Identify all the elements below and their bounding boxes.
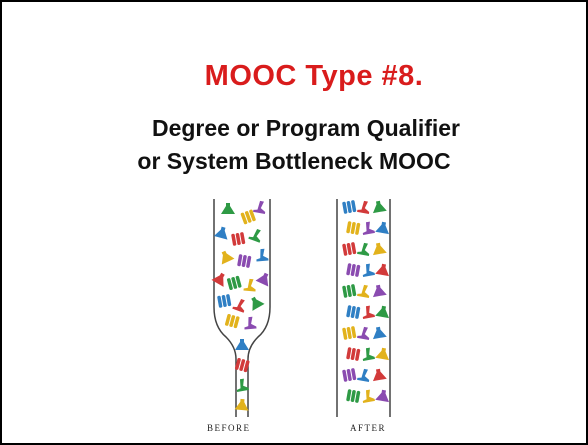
test-tubes-icon bbox=[217, 293, 232, 308]
test-tubes-icon bbox=[346, 347, 361, 362]
microscope-icon bbox=[357, 284, 371, 298]
slide-subtitle-line2: or System Bottleneck MOOC bbox=[137, 148, 451, 174]
microscope-icon bbox=[361, 263, 375, 277]
flask-icon bbox=[235, 339, 249, 350]
microscope-icon bbox=[361, 221, 375, 235]
microscope-icon bbox=[248, 227, 264, 243]
microscope-icon bbox=[361, 305, 375, 319]
flask-icon bbox=[371, 283, 387, 298]
microscope-icon bbox=[357, 326, 371, 340]
microscope-icon bbox=[243, 278, 257, 292]
flask-icon bbox=[375, 388, 391, 403]
flask-icon bbox=[213, 225, 231, 240]
test-tubes-icon bbox=[342, 283, 357, 298]
microscope-icon bbox=[232, 297, 248, 313]
microscope-icon bbox=[255, 248, 269, 262]
before-bottle bbox=[211, 199, 273, 417]
flask-icon bbox=[375, 262, 391, 277]
microscope-icon bbox=[253, 200, 267, 214]
microscope-icon bbox=[357, 242, 371, 256]
after-caption: After bbox=[350, 423, 387, 433]
flask-icon bbox=[371, 325, 387, 340]
test-tubes-icon bbox=[224, 313, 240, 329]
flask-icon bbox=[375, 346, 391, 361]
flask-icon bbox=[375, 304, 391, 319]
flask-icon bbox=[371, 367, 387, 382]
test-tubes-icon bbox=[346, 263, 361, 278]
test-tubes-icon bbox=[346, 221, 361, 236]
test-tubes-icon bbox=[342, 199, 357, 214]
test-tubes-icon bbox=[226, 275, 242, 291]
microscope-icon bbox=[357, 200, 371, 214]
slide-heading: MOOC Type #8. bbox=[204, 60, 424, 92]
test-tubes-icon bbox=[346, 389, 361, 404]
test-tubes-icon bbox=[231, 231, 246, 246]
test-tubes-icon bbox=[342, 367, 357, 382]
flask-icon bbox=[246, 294, 265, 311]
flask-icon bbox=[375, 220, 391, 235]
test-tubes-icon bbox=[342, 325, 357, 340]
flask-icon bbox=[217, 248, 235, 265]
after-column bbox=[336, 199, 391, 417]
microscope-icon bbox=[243, 316, 257, 330]
microscope-icon bbox=[357, 368, 371, 382]
slide-subtitle-line1: Degree or Program Qualifier bbox=[151, 115, 461, 141]
test-tubes-icon bbox=[342, 241, 357, 256]
microscope-icon bbox=[235, 378, 249, 392]
flask-icon bbox=[371, 199, 387, 214]
bottleneck-illustration bbox=[211, 199, 391, 417]
flask-icon bbox=[371, 241, 387, 256]
flask-icon bbox=[221, 203, 235, 214]
test-tubes-icon bbox=[346, 305, 361, 320]
microscope-icon bbox=[361, 347, 375, 361]
test-tubes-icon bbox=[237, 254, 252, 269]
before-caption: Before bbox=[207, 423, 251, 433]
microscope-icon bbox=[361, 389, 375, 403]
